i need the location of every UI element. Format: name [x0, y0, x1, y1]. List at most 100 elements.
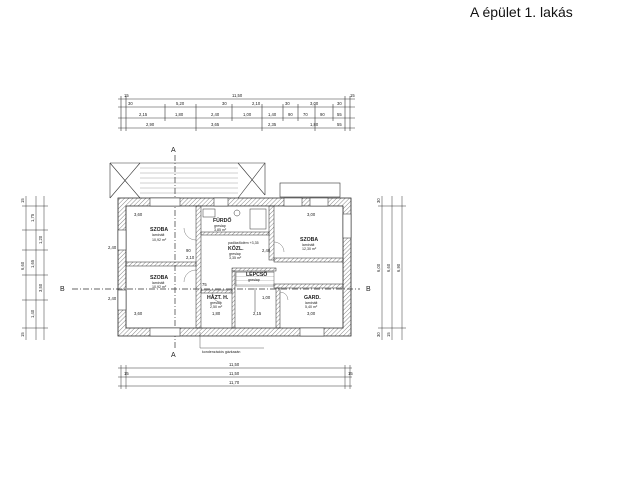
svg-text:3,00: 3,00: [307, 311, 316, 316]
svg-text:15: 15: [20, 198, 25, 203]
dim-text: 15: [124, 371, 129, 376]
svg-text:3,35 m²: 3,35 m²: [229, 256, 242, 260]
dim-text: 11,50: [232, 93, 243, 98]
dim-text: 70: [303, 112, 308, 117]
room-label-utility: HÁZT. H. greslap 2,50 m²: [207, 294, 229, 309]
svg-text:1,40: 1,40: [30, 309, 35, 318]
section-lines: [72, 155, 360, 350]
top-dimension-text: 15 11,50 15 30 5,20 30 2,10 30 3,00 30 2…: [124, 93, 355, 127]
top-dimension-lines: [118, 96, 355, 131]
dim-text: 2,40: [211, 112, 220, 117]
svg-text:1,20: 1,20: [38, 235, 43, 244]
level-note: padlásfödém +3,35: [228, 241, 259, 245]
svg-text:greslap: greslap: [229, 252, 241, 256]
svg-text:3,85 m²: 3,85 m²: [214, 228, 227, 232]
doors: [183, 227, 289, 303]
room-label-hallway: KÖZL. greslap 3,35 m²: [228, 245, 244, 260]
svg-text:30: 30: [376, 198, 381, 203]
svg-text:6,00: 6,00: [376, 263, 381, 272]
dim-text: 55: [337, 122, 342, 127]
dim-text: 11,50: [229, 362, 240, 367]
dim-text: 2,90: [146, 122, 155, 127]
svg-text:SZOBA: SZOBA: [150, 227, 168, 233]
svg-text:laminált: laminált: [302, 243, 314, 247]
svg-text:KÖZL.: KÖZL.: [228, 245, 244, 252]
room-label-wardrobe: GARD. laminált 5,40 m²: [304, 295, 321, 309]
svg-text:3,60: 3,60: [134, 311, 143, 316]
svg-text:1,80: 1,80: [212, 311, 221, 316]
room-label-stairs: LÉPCSŐ greslap: [246, 270, 267, 282]
svg-text:30: 30: [376, 332, 381, 337]
dim-text: 2,15: [139, 112, 148, 117]
svg-text:greslap: greslap: [248, 278, 260, 282]
dim-text: 3,65: [211, 122, 220, 127]
dim-text: 30: [128, 101, 133, 106]
dim-text: 1,80: [310, 122, 319, 127]
dim-text: 15: [350, 93, 355, 98]
room-label-bedroom-3: SZOBA laminált 12,30 m²: [300, 237, 318, 251]
drawing-title: A épület 1. lakás: [470, 4, 573, 20]
svg-text:GARD.: GARD.: [304, 295, 321, 301]
svg-text:5,40 m²: 5,40 m²: [305, 305, 318, 309]
dim-text: 30: [337, 101, 342, 106]
dim-text: 1,00: [243, 112, 252, 117]
svg-text:10,92 m²: 10,92 m²: [152, 238, 167, 242]
svg-text:greslap: greslap: [214, 224, 226, 228]
svg-text:laminált: laminált: [152, 281, 164, 285]
svg-text:12,30 m²: 12,30 m²: [302, 247, 317, 251]
dim-text: 1,80: [175, 112, 184, 117]
dim-text: 11,70: [229, 380, 240, 385]
svg-text:laminált: laminált: [305, 301, 317, 305]
svg-text:laminált: laminált: [152, 233, 164, 237]
left-dimension-text: 15 1,75 1,20 1,65 3,50 1,40 15 6,60: [20, 198, 43, 337]
section-label-a-bottom: A: [171, 352, 176, 359]
dim-text: 2,35: [268, 122, 277, 127]
svg-text:10,92 m²: 10,92 m²: [152, 285, 167, 289]
svg-text:6,60: 6,60: [386, 263, 391, 272]
room-labels: SZOBA laminált 10,92 m² SZOBA laminált 1…: [150, 217, 321, 309]
right-dimension-lines: [378, 196, 406, 340]
dim-text: 3,00: [310, 101, 319, 106]
svg-text:3,60: 3,60: [134, 212, 143, 217]
svg-text:6,60: 6,60: [20, 261, 25, 270]
dim-text: 55: [337, 112, 342, 117]
svg-text:2,40: 2,40: [108, 296, 117, 301]
svg-text:SZOBA: SZOBA: [300, 237, 318, 243]
dim-text: 11,50: [229, 371, 240, 376]
room-label-bathroom: FÜRDŐ greslap 3,85 m²: [213, 217, 231, 232]
inside-dimensions: 3,60 2,10 3,00 3,60 1,80 2,15 3,00 90 2,…: [108, 212, 316, 316]
dim-text: 90: [288, 112, 293, 117]
bottom-dimension-lines: [118, 365, 352, 389]
bathroom-fixtures: [202, 208, 267, 230]
svg-text:2,15: 2,15: [253, 311, 262, 316]
svg-text:2,50 m²: 2,50 m²: [210, 305, 223, 309]
svg-text:FÜRDŐ: FÜRDŐ: [213, 217, 231, 224]
svg-text:75: 75: [202, 282, 207, 287]
section-label-a-top: A: [171, 147, 176, 154]
dim-text: 2,10: [252, 101, 261, 106]
boiler-note: kondenzációs gázkazán: [202, 350, 240, 354]
svg-text:15: 15: [386, 332, 391, 337]
svg-text:3,50: 3,50: [38, 283, 43, 292]
dim-text: 90: [320, 112, 325, 117]
svg-text:2,40: 2,40: [108, 245, 117, 250]
right-dimension-text: 30 6,00 6,60 6,90 15 30: [376, 198, 401, 337]
svg-text:1,75: 1,75: [30, 213, 35, 222]
dim-text: 30: [285, 101, 290, 106]
svg-text:90: 90: [186, 248, 191, 253]
svg-text:15: 15: [20, 332, 25, 337]
left-dimension-lines: [22, 196, 48, 340]
svg-text:6,90: 6,90: [396, 263, 401, 272]
svg-text:2,40: 2,40: [262, 248, 271, 253]
svg-text:greslap: greslap: [210, 301, 222, 305]
svg-text:LÉPCSŐ: LÉPCSŐ: [246, 270, 267, 278]
svg-text:1,00: 1,00: [262, 295, 271, 300]
svg-text:2,10: 2,10: [186, 255, 195, 260]
windows: [117, 197, 352, 337]
section-label-b-left: B: [60, 286, 65, 293]
boiler-annotation: kondenzációs gázkazán: [199, 332, 264, 354]
dim-text: 5,20: [176, 101, 185, 106]
roof-outline: [109, 162, 341, 199]
staircase: [235, 271, 275, 312]
